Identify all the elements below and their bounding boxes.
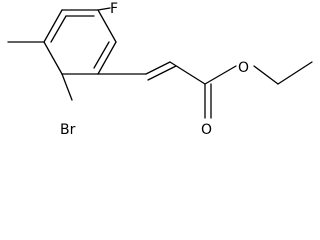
ring-bond-lower-left [43, 41, 63, 75]
ring-bond-upper-left-inner [50, 15, 67, 43]
chemical-structure-diagram: F Br O O [7, 1, 313, 136]
ring-bond-upper-right [97, 9, 117, 43]
vinyl-double-bond-outer [145, 61, 171, 75]
ring-bond-upper-left [43, 9, 63, 43]
ring-bond-lower-right-inner [93, 41, 110, 69]
carbonyl-oxygen-label: O [201, 122, 212, 136]
o-ethyl-bond [253, 65, 279, 85]
bromine-atom-label: Br [60, 122, 76, 136]
substituent-bonds [7, 7, 313, 119]
c-f-bond [97, 7, 111, 11]
fluorine-atom-label: F [110, 1, 118, 17]
benzene-ring [43, 9, 117, 75]
ethyl-bond [277, 61, 313, 85]
ester-oxygen-label: O [238, 60, 249, 76]
c-br-bond [61, 73, 73, 101]
chain-bond-to-carbonyl [169, 61, 206, 85]
vinyl-double-bond-inner [147, 65, 177, 81]
ring-bond-lower-right [97, 41, 117, 75]
ester-c-o-bond [204, 65, 237, 85]
